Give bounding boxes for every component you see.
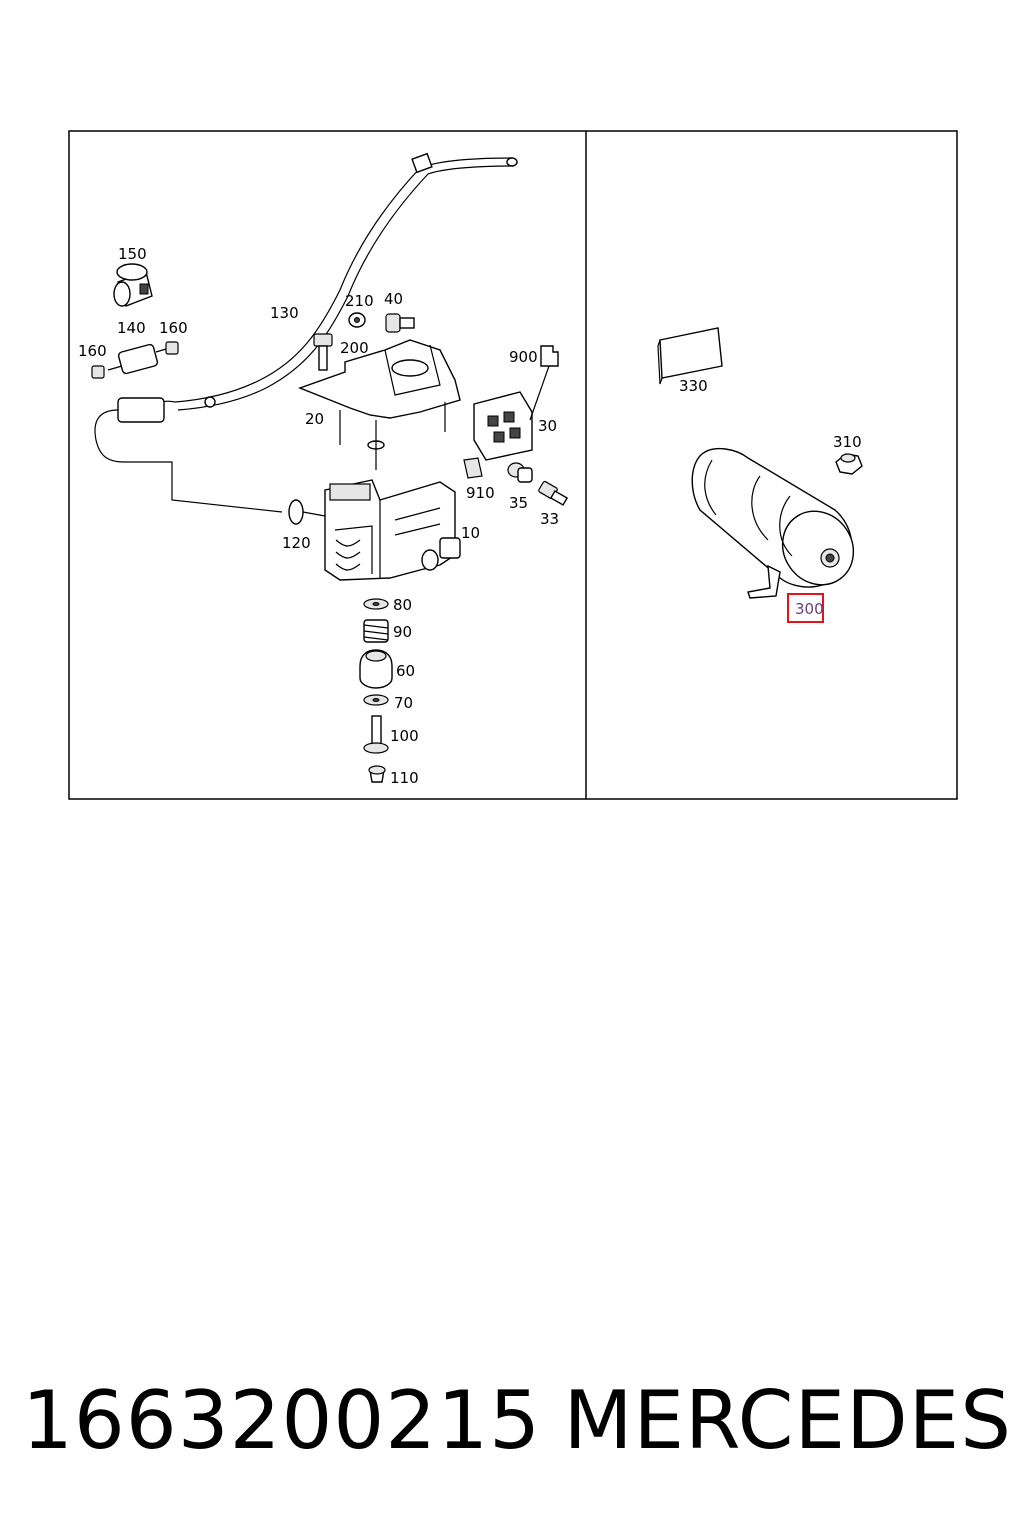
bolt-part-200 (313, 333, 333, 371)
pressure-reservoir-part-300 (691, 447, 855, 599)
callout-35: 35 (509, 494, 528, 512)
callout-200: 200 (340, 339, 369, 357)
connector-part-900 (529, 345, 559, 421)
air-hose-part-130 (174, 152, 518, 411)
brand-name: MERCEDES (563, 1373, 1012, 1467)
nut-part-160-right (165, 341, 179, 355)
sleeve-part-150 (113, 263, 153, 307)
washer-part-70 (363, 694, 389, 706)
callout-330: 330 (679, 377, 708, 395)
caption: 1663200215 MERCEDES (22, 1370, 1012, 1470)
callout-910: 910 (466, 484, 495, 502)
callout-30: 30 (538, 417, 557, 435)
filter-part-140 (107, 343, 167, 375)
bracket-part-20 (298, 339, 461, 470)
nut-part-310 (835, 453, 863, 475)
callout-40: 40 (384, 290, 403, 308)
part-910 (463, 457, 483, 479)
cap-part-110 (368, 765, 386, 783)
screw-part-40 (385, 313, 415, 333)
callout-70: 70 (394, 694, 413, 712)
bushing-part-60 (359, 649, 393, 689)
spring-part-90 (363, 619, 389, 643)
label-plate-part-330 (657, 327, 723, 385)
part-number: 1663200215 (22, 1373, 541, 1467)
fitting-part-35 (507, 462, 533, 483)
nut-part-160-left (91, 365, 105, 379)
callout-160-left: 160 (78, 342, 107, 360)
callout-160-right: 160 (159, 319, 188, 337)
callout-900: 900 (509, 348, 538, 366)
compressor-part-10 (324, 479, 461, 581)
callout-300[interactable]: 300 (795, 600, 824, 618)
callout-110: 110 (390, 769, 419, 787)
washer-part-210 (348, 312, 366, 328)
fitting-part-33 (538, 480, 569, 506)
clip-part-120 (288, 499, 326, 525)
highlight-box-300 (787, 593, 824, 623)
callout-80: 80 (393, 596, 412, 614)
callout-33: 33 (540, 510, 559, 528)
callout-20: 20 (305, 410, 324, 428)
filter-hose-assembly (94, 396, 283, 513)
washer-part-80 (363, 598, 389, 610)
diagram-frame (68, 130, 958, 800)
callout-90: 90 (393, 623, 412, 641)
callout-130: 130 (270, 304, 299, 322)
valve-block-part-30 (473, 391, 533, 461)
callout-10: 10 (461, 524, 480, 542)
callout-60: 60 (396, 662, 415, 680)
callout-150: 150 (118, 245, 147, 263)
pin-part-100 (363, 715, 389, 754)
callout-310: 310 (833, 433, 862, 451)
callout-120: 120 (282, 534, 311, 552)
callout-210: 210 (345, 292, 374, 310)
callout-100: 100 (390, 727, 419, 745)
callout-140: 140 (117, 319, 146, 337)
